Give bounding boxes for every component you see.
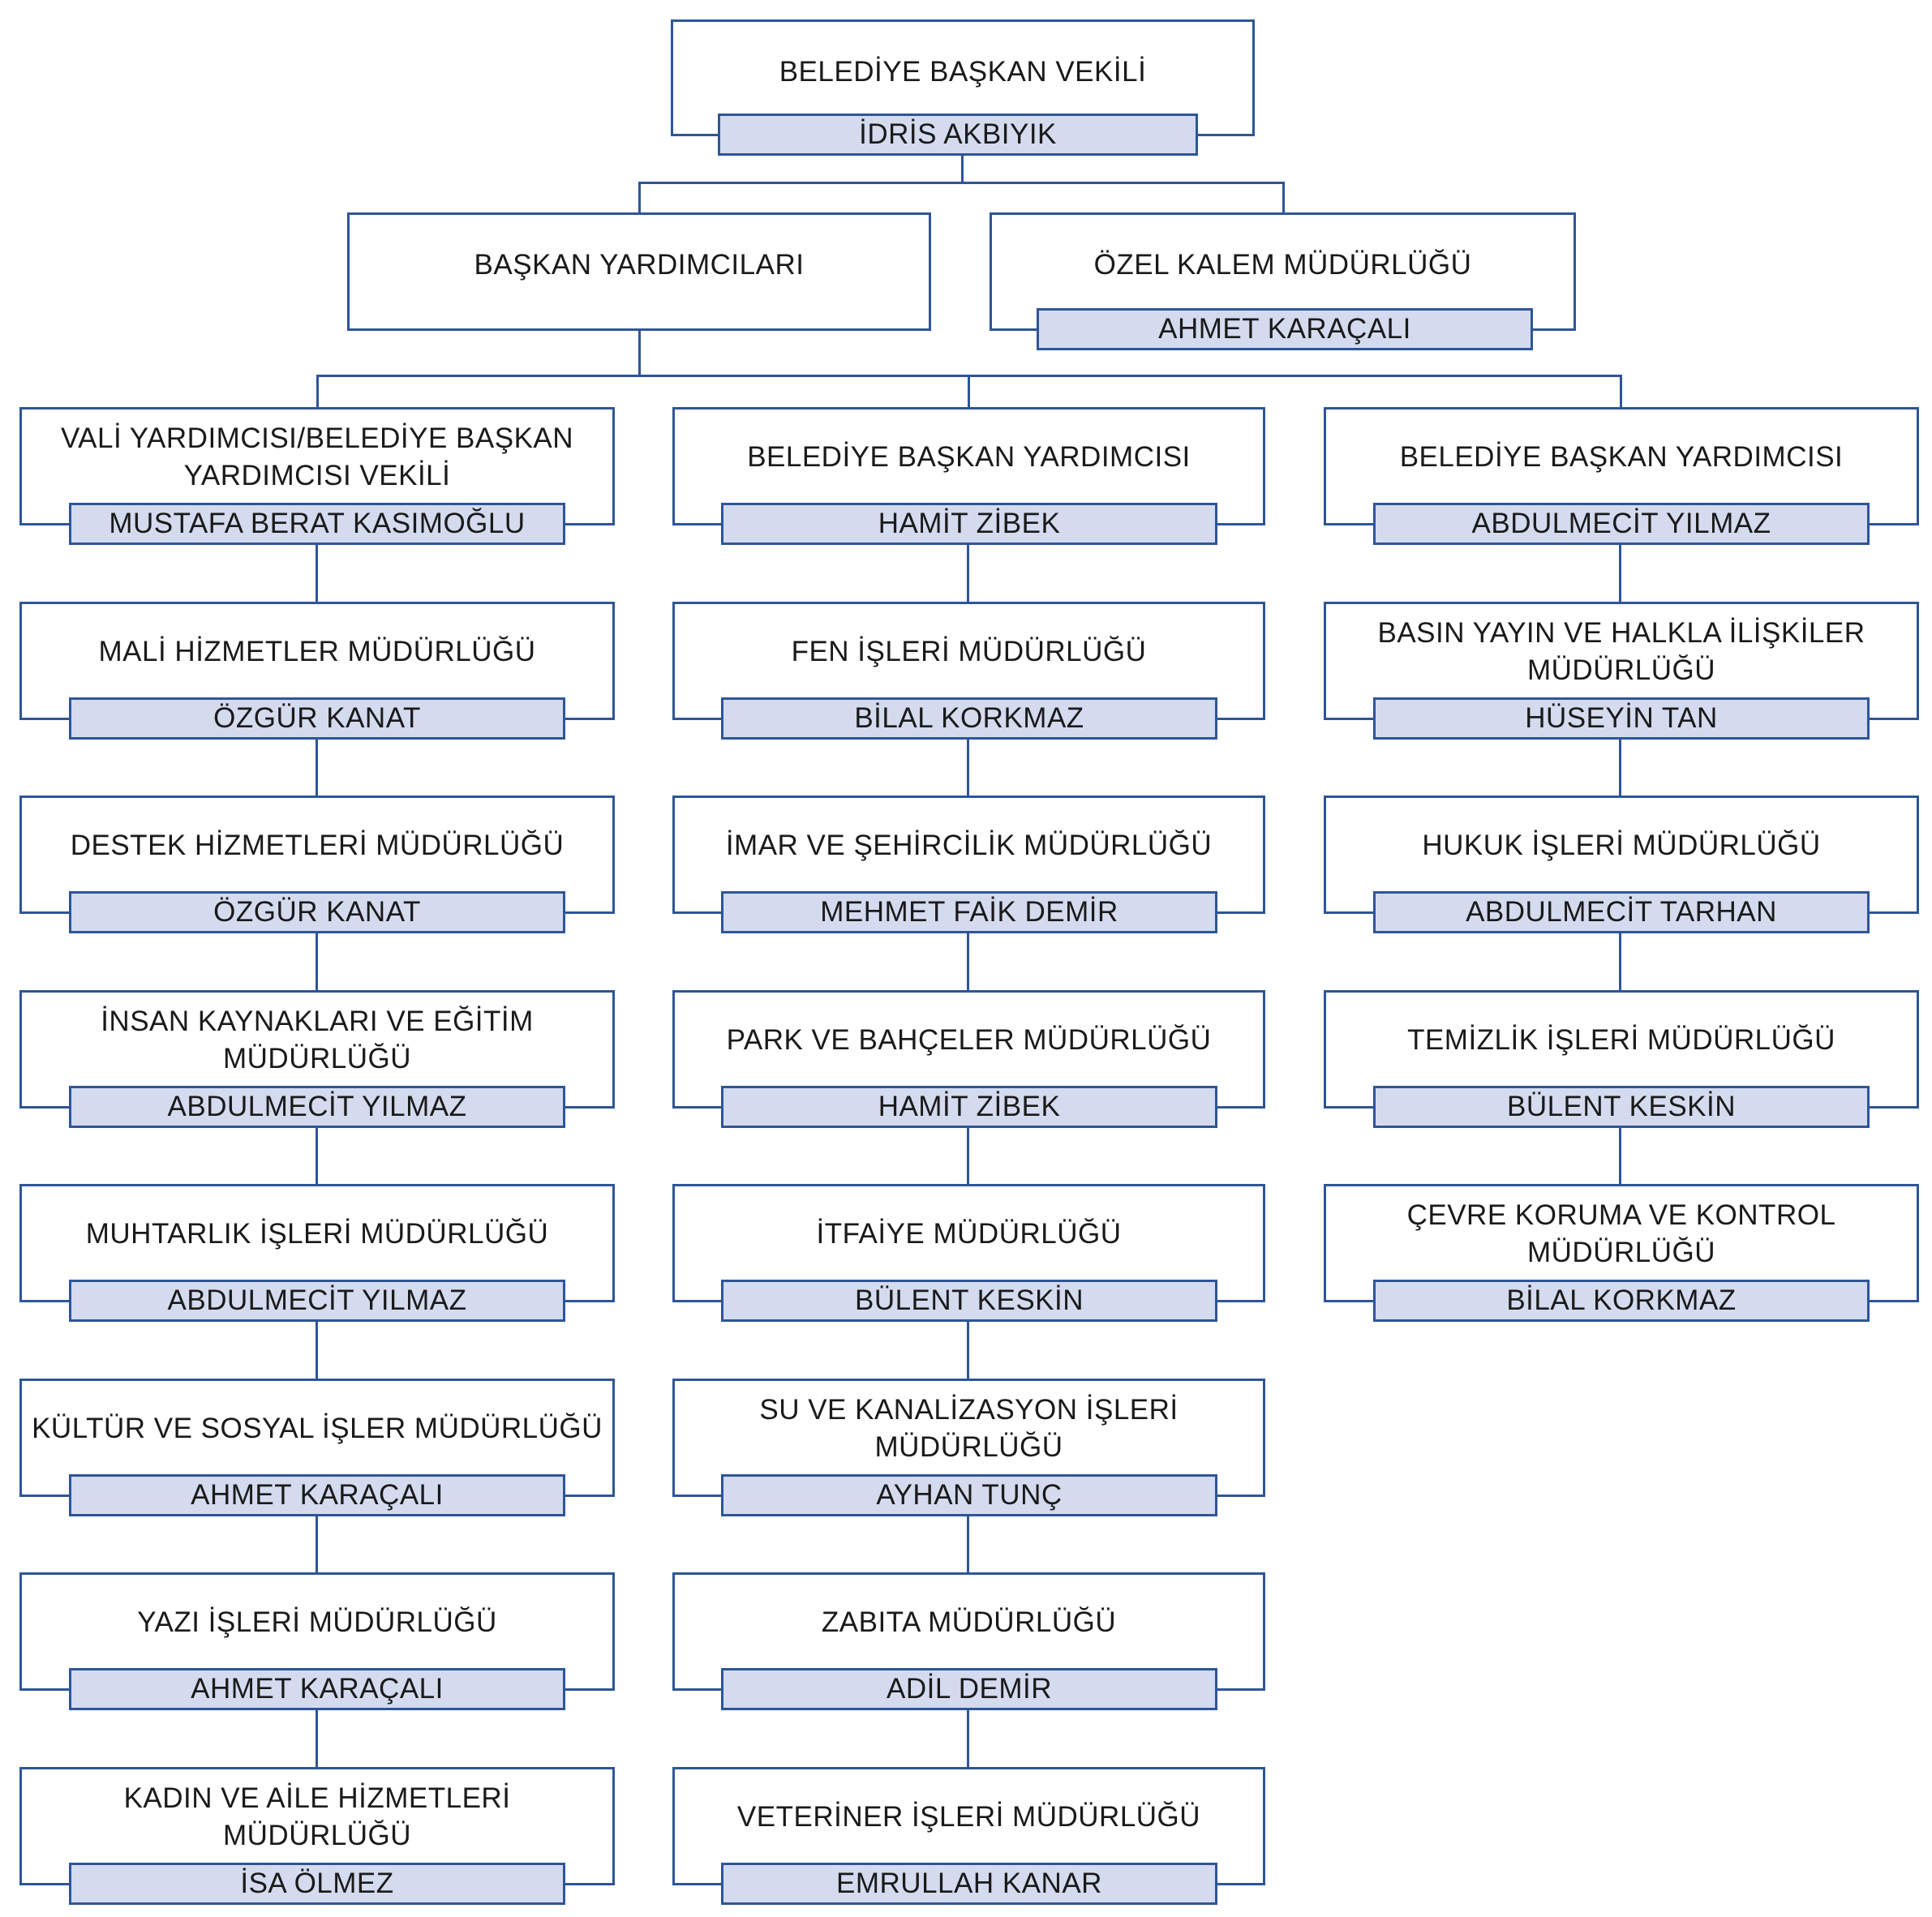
column-2-head-name: HAMİT ZİBEK bbox=[721, 503, 1217, 545]
connector-column-2-unit-6 bbox=[967, 1516, 969, 1572]
connector-top-down bbox=[961, 154, 964, 183]
column-3-unit-1-title: BASIN YAYIN VE HALKLA İLİŞKİLER MÜDÜRLÜĞ… bbox=[1377, 617, 1865, 686]
connector-column-3-unit-2 bbox=[1619, 740, 1621, 796]
connector-column-2-unit-7 bbox=[967, 1710, 969, 1767]
connector-deputies-down bbox=[638, 331, 641, 376]
column-1-head-name: MUSTAFA BERAT KASIMOĞLU bbox=[69, 503, 565, 545]
column-2-unit-6-name: ADİL DEMİR bbox=[721, 1668, 1217, 1710]
column-1-unit-4-title: MUHTARLIK İŞLERİ MÜDÜRLÜĞÜ bbox=[85, 1218, 549, 1250]
deputies-title: BAŞKAN YARDIMCILARI bbox=[474, 249, 805, 281]
mayor-deputy-title: BELEDİYE BAŞKAN VEKİLİ bbox=[779, 56, 1147, 88]
column-2-unit-1-name: BİLAL KORKMAZ bbox=[721, 697, 1217, 740]
column-3-unit-3-name: BÜLENT KESKİN bbox=[1373, 1086, 1870, 1128]
column-2-unit-7-title: VETERİNER İŞLERİ MÜDÜRLÜĞÜ bbox=[736, 1801, 1201, 1833]
column-1-unit-3-title: İNSAN KAYNAKLARI VE EĞİTİM MÜDÜRLÜĞÜ bbox=[101, 1006, 534, 1074]
connector-column-1-unit-7 bbox=[316, 1710, 318, 1767]
connector-to-head-2 bbox=[968, 375, 970, 407]
connector-column-2-unit-1 bbox=[967, 545, 969, 602]
column-1-head-title: VALİ YARDIMCISI/BELEDİYE BAŞKAN YARDIMCI… bbox=[60, 422, 574, 491]
mayor-deputy-name: İDRİS AKBIYIK bbox=[718, 114, 1198, 156]
column-3-unit-2-title: HUKUK İŞLERİ MÜDÜRLÜĞÜ bbox=[1422, 830, 1821, 861]
column-1-head-box: VALİ YARDIMCISI/BELEDİYE BAŞKAN YARDIMCI… bbox=[19, 407, 615, 525]
column-1-unit-7-title: KADIN VE AİLE HİZMETLERİ MÜDÜRLÜĞÜ bbox=[123, 1782, 511, 1851]
column-1-unit-6-title: YAZI İŞLERİ MÜDÜRLÜĞÜ bbox=[137, 1606, 497, 1638]
column-1-unit-2-title: DESTEK HİZMETLERİ MÜDÜRLÜĞÜ bbox=[70, 830, 565, 861]
connector-to-private-office bbox=[1282, 182, 1285, 214]
connector-column-3-unit-1 bbox=[1619, 545, 1621, 602]
column-3-unit-4-name: BİLAL KORKMAZ bbox=[1373, 1280, 1870, 1322]
column-1-unit-1-title: MALİ HİZMETLER MÜDÜRLÜĞÜ bbox=[98, 636, 536, 667]
column-2-unit-6-title: ZABITA MÜDÜRLÜĞÜ bbox=[821, 1606, 1117, 1638]
private-office-name: AHMET KARAÇALI bbox=[1037, 308, 1533, 350]
column-1-unit-3-name: ABDULMECİT YILMAZ bbox=[69, 1086, 565, 1128]
connector-column-1-unit-3 bbox=[316, 933, 318, 990]
column-2-unit-2-name: MEHMET FAİK DEMİR bbox=[721, 891, 1217, 933]
private-office-title: ÖZEL KALEM MÜDÜRLÜĞÜ bbox=[1093, 249, 1472, 281]
column-1-unit-7-name: İSA ÖLMEZ bbox=[69, 1863, 565, 1905]
connector-column-2-unit-2 bbox=[967, 740, 969, 796]
column-3-head-name: ABDULMECİT YILMAZ bbox=[1373, 503, 1870, 545]
connector-to-head-1 bbox=[316, 375, 319, 407]
connector-column-2-unit-5 bbox=[967, 1322, 969, 1379]
column-2-head-title: BELEDİYE BAŞKAN YARDIMCISI bbox=[747, 441, 1191, 473]
deputies-box: BAŞKAN YARDIMCILARI bbox=[347, 212, 931, 331]
connector-column-1-unit-2 bbox=[316, 740, 318, 796]
column-2-unit-7-name: EMRULLAH KANAR bbox=[721, 1863, 1217, 1905]
column-1-unit-5-title: KÜLTÜR VE SOSYAL İŞLER MÜDÜRLÜĞÜ bbox=[32, 1413, 603, 1444]
column-2-unit-2-title: İMAR VE ŞEHİRCİLİK MÜDÜRLÜĞÜ bbox=[725, 830, 1213, 861]
column-1-unit-6-name: AHMET KARAÇALI bbox=[69, 1668, 565, 1710]
column-3-unit-2-name: ABDULMECİT TARHAN bbox=[1373, 891, 1870, 933]
column-2-unit-5-name: AYHAN TUNÇ bbox=[721, 1474, 1217, 1516]
connector-column-3-unit-4 bbox=[1619, 1128, 1621, 1184]
connector-column-3-unit-3 bbox=[1619, 933, 1621, 990]
column-3-head-title: BELEDİYE BAŞKAN YARDIMCISI bbox=[1399, 441, 1844, 473]
column-2-unit-4-title: İTFAİYE MÜDÜRLÜĞÜ bbox=[816, 1218, 1122, 1250]
column-2-unit-1-title: FEN İŞLERİ MÜDÜRLÜĞÜ bbox=[791, 636, 1147, 667]
connector-column-1-unit-5 bbox=[316, 1322, 318, 1379]
column-2-unit-4-name: BÜLENT KESKİN bbox=[721, 1280, 1217, 1322]
column-1-unit-2-name: ÖZGÜR KANAT bbox=[69, 891, 565, 933]
column-3-unit-1-name: HÜSEYİN TAN bbox=[1373, 697, 1870, 740]
connector-column-2-unit-3 bbox=[967, 933, 969, 990]
column-3-unit-4-title: ÇEVRE KORUMA VE KONTROL MÜDÜRLÜĞÜ bbox=[1406, 1199, 1836, 1268]
column-2-unit-3-name: HAMİT ZİBEK bbox=[721, 1086, 1217, 1128]
connector-column-1-unit-4 bbox=[316, 1128, 318, 1184]
connector-column-2-unit-4 bbox=[967, 1128, 969, 1184]
column-2-unit-5-title: SU VE KANALİZASYON İŞLERİ MÜDÜRLÜĞÜ bbox=[759, 1394, 1179, 1463]
column-1-unit-1-name: ÖZGÜR KANAT bbox=[69, 697, 565, 740]
column-3-unit-3-title: TEMİZLİK İŞLERİ MÜDÜRLÜĞÜ bbox=[1407, 1024, 1835, 1056]
connector-to-head-3 bbox=[1620, 375, 1622, 407]
connector-column-1-unit-6 bbox=[316, 1516, 318, 1572]
connector-column-1-unit-1 bbox=[316, 545, 318, 602]
connector-to-deputies bbox=[638, 182, 641, 214]
connector-top-bus bbox=[638, 182, 1285, 184]
column-1-unit-4-name: ABDULMECİT YILMAZ bbox=[69, 1280, 565, 1322]
column-1-unit-5-name: AHMET KARAÇALI bbox=[69, 1474, 565, 1516]
column-2-unit-3-title: PARK VE BAHÇELER MÜDÜRLÜĞÜ bbox=[726, 1024, 1212, 1056]
